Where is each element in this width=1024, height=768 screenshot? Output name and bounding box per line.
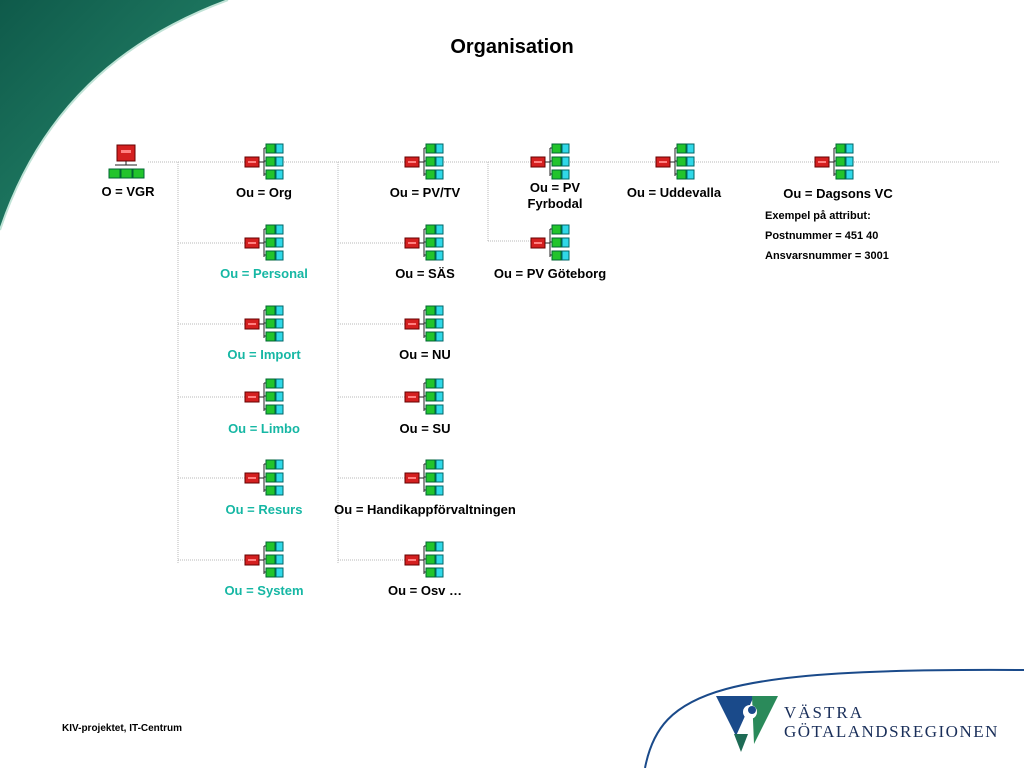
node-personal-icon	[244, 224, 284, 261]
node-pvtv-icon	[404, 143, 444, 180]
node-limbo-label: Ou = Limbo	[228, 421, 300, 436]
root-label: O = VGR	[101, 184, 155, 199]
node-pv-goteborg-icon	[530, 224, 570, 261]
node-resurs-icon	[244, 459, 284, 496]
node-import-label: Ou = Import	[227, 347, 301, 362]
corner-swoosh	[0, 0, 228, 230]
node-pv-goteborg-label: Ou = PV Göteborg	[493, 266, 607, 281]
node-su-icon	[404, 378, 444, 415]
node-sas-label: Ou = SÄS	[395, 266, 455, 281]
node-sas-icon	[404, 224, 444, 261]
corner-swoosh-highlight	[0, 0, 229, 231]
vgr-logo-icon	[716, 696, 778, 752]
node-dagsons-label: Ou = Dagsons VC	[783, 186, 893, 201]
node-system-icon	[244, 541, 284, 578]
node-pvtv-label: Ou = PV/TV	[389, 185, 461, 200]
node-nu-icon	[404, 305, 444, 342]
node-uddevalla-icon	[655, 143, 695, 180]
node-osv-label: Ou = Osv …	[387, 583, 463, 598]
node-osv-icon	[404, 541, 444, 578]
node-dagsons-icon	[814, 143, 854, 180]
node-resurs-label: Ou = Resurs	[225, 502, 303, 517]
node-personal-label: Ou = Personal	[220, 266, 308, 281]
node-pv-fyrbodal-label: Ou = PV Fyrbodal	[527, 180, 583, 211]
node-import-icon	[244, 305, 284, 342]
page-title: Organisation	[450, 36, 574, 58]
node-nu-label: Ou = NU	[399, 347, 451, 362]
attributes-heading: Exempel på attribut:	[765, 210, 871, 222]
node-pv-fyrbodal-icon	[530, 143, 570, 180]
logo-line1: VÄSTRA	[784, 703, 865, 722]
node-su-label: Ou = SU	[399, 421, 451, 436]
attribute-postnummer: Postnummer = 451 40	[765, 230, 879, 242]
node-org-icon	[244, 143, 284, 180]
node-org-label: Ou = Org	[236, 185, 292, 200]
logo-line2: GÖTALANDSREGIONEN	[784, 722, 999, 741]
attribute-ansvarsnummer: Ansvarsnummer = 3001	[765, 250, 889, 262]
footer-text: KIV-projektet, IT-Centrum	[62, 723, 183, 734]
root-node-icon	[108, 144, 145, 179]
node-system-label: Ou = System	[224, 583, 304, 598]
node-uddevalla-label: Ou = Uddevalla	[626, 185, 722, 200]
node-handikapp-icon	[404, 459, 444, 496]
node-limbo-icon	[244, 378, 284, 415]
logo-arc	[644, 668, 1024, 768]
node-handikapp-label: Ou = Handikappförvaltningen	[334, 502, 516, 517]
connector-lines	[148, 161, 1000, 563]
